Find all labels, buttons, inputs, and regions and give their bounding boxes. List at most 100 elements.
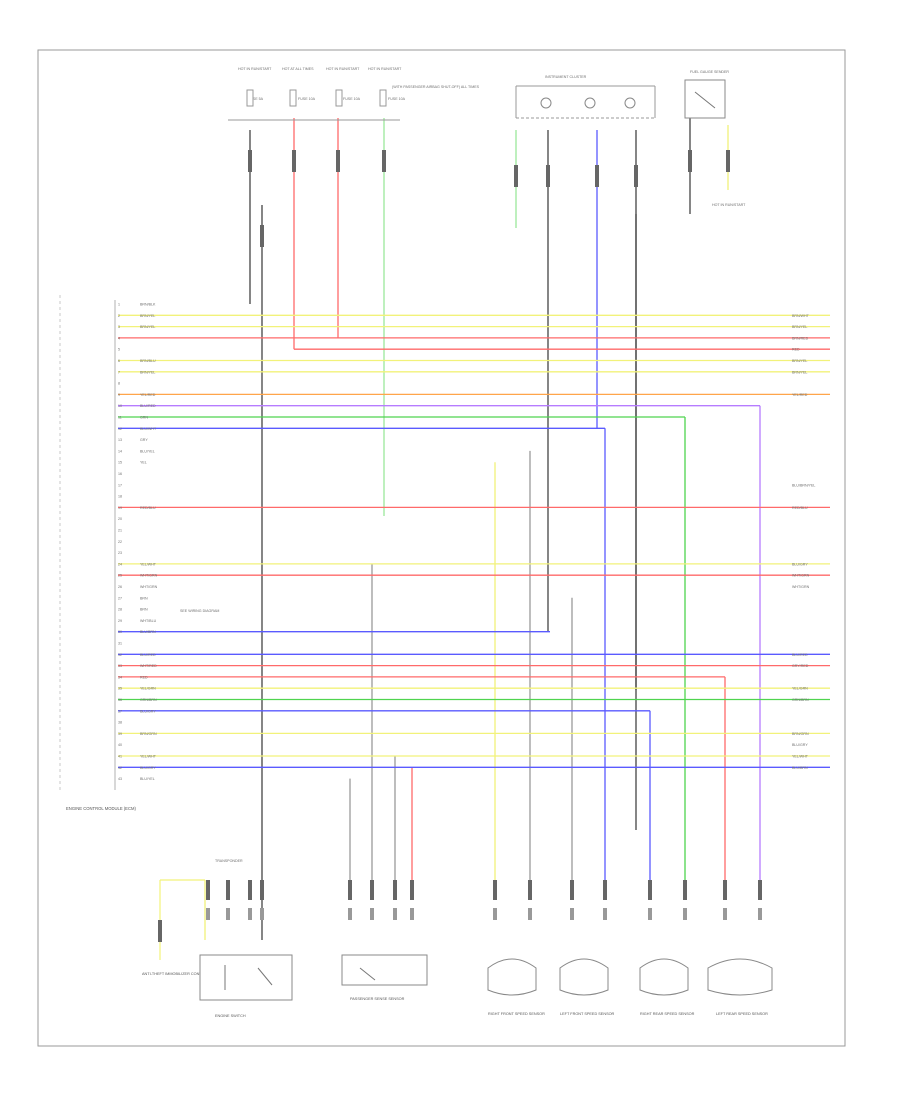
wire-connector (336, 150, 340, 172)
fuse-4: HOT IN RUN/START FUSE 10A (368, 67, 406, 107)
rf-speed-sensor-label: RIGHT FRONT SPEED SENSOR (488, 1012, 545, 1016)
pin-wire-code: BRN/YEL (140, 370, 155, 374)
wire-connector (688, 150, 692, 172)
pin-wire-code: GRY (140, 438, 148, 442)
rr-speed-sensor: RIGHT REAR SPEED SENSOR (639, 958, 695, 1016)
pin-number: 36 (118, 698, 122, 702)
pin-number: 15 (118, 461, 122, 465)
wire-connector (410, 908, 414, 920)
wire-connector (292, 150, 296, 172)
pin-wire-code: BRN (140, 608, 148, 612)
anti-theft-control: ANTI-THEFT IMMOBILIZER CONTROL (142, 879, 209, 976)
wire-connector (393, 880, 397, 900)
fuse-3-rating: FUSE 10A (343, 97, 361, 101)
fuse-2-name: HOT AT ALL TIMES (282, 67, 314, 71)
lf-speed-sensor: LEFT FRONT SPEED SENSOR (559, 958, 615, 1016)
wire-connector (723, 880, 727, 900)
fuse-3-name: HOT IN RUN/START (326, 67, 360, 71)
right-wire-label: BRN/YEL (792, 370, 807, 374)
instrument-cluster: INSTRUMENT CLUSTER (515, 75, 656, 119)
pin-wire-code: BLU/YEL (140, 449, 155, 453)
pin-number: 23 (118, 551, 122, 555)
right-wire-label: BLU/RED (792, 653, 808, 657)
wire-connector (226, 908, 230, 920)
pin-number: 13 (118, 438, 122, 442)
right-wire-label: BLU/GRY (792, 743, 808, 747)
pin-number: 29 (118, 619, 122, 623)
pin-number: 42 (118, 766, 122, 770)
wire-connector (634, 165, 638, 187)
wire-connector (528, 908, 532, 920)
pin-number: 11 (118, 416, 122, 420)
pin-number: 7 (118, 370, 120, 374)
pin-number: 38 (118, 721, 122, 725)
pin-number: 8 (118, 382, 120, 386)
pin-number: 40 (118, 743, 122, 747)
diagram-frame (37, 49, 846, 1047)
wire-connector (758, 908, 762, 920)
wire-connector (393, 908, 397, 920)
lf-speed-sensor-label: LEFT FRONT SPEED SENSOR (560, 1012, 615, 1016)
wire-connector (595, 165, 599, 187)
pin-number: 35 (118, 687, 122, 691)
fuse-1-name: HOT IN RUN/START (238, 67, 272, 71)
wire-connector (260, 880, 264, 900)
fuel-gauge-sender: FUEL GAUGE SENDER HOT IN RUN/START (684, 70, 746, 207)
pin-number: 19 (118, 506, 122, 510)
rf-speed-sensor: RIGHT FRONT SPEED SENSOR (487, 958, 545, 1016)
module-name: ENGINE CONTROL MODULE (ECM) (66, 806, 136, 811)
pin-number: 21 (118, 529, 122, 533)
wire-connector (206, 908, 210, 920)
right-wire-label: YEL/RED (792, 393, 808, 397)
pin-number: 33 (118, 664, 122, 668)
pin-number: 27 (118, 596, 122, 600)
wire-connector (382, 150, 386, 172)
pin-wire-code: WHT/BLU (140, 619, 157, 623)
right-wire-label: BLU/GRY (792, 562, 808, 566)
wire-connector (370, 908, 374, 920)
wire-connector (226, 880, 230, 900)
pin-number: 30 (118, 630, 122, 634)
pin-number: 3 (118, 325, 120, 329)
pin-wire-code: BRN/GRN (140, 732, 157, 736)
pin-wire-code: YEL/GRN (140, 687, 156, 691)
wire-connector (260, 908, 264, 920)
right-wire-label: RED (792, 348, 800, 352)
passenger-sensor-label: PASSENGER SENSE SENSOR (350, 997, 405, 1001)
pin-wire-code: BLU/RED (140, 404, 156, 408)
pin-number: 4 (118, 336, 120, 340)
pin-number: 9 (118, 393, 120, 397)
pin-wire-code: BLU/RED (140, 653, 156, 657)
fuse-note: (WITH PASSENGER AIRBAG SHUT-OFF) ALL TIM… (392, 85, 480, 89)
module-label: ENGINE CONTROL MODULE (ECM) (66, 806, 136, 811)
pin-number: 2 (118, 314, 120, 318)
pin-number: 39 (118, 732, 122, 736)
pin-number: 6 (118, 359, 120, 363)
wire-connector (570, 880, 574, 900)
fuse-2-rating: FUSE 10A (298, 97, 316, 101)
pin-wire-code: BRN (140, 596, 148, 600)
wire-connector (410, 880, 414, 900)
wire-connector (723, 908, 727, 920)
pin-number: 37 (118, 709, 122, 713)
pin-number: 12 (118, 427, 122, 431)
sender-arm-icon (694, 91, 716, 109)
pin-wire-code: GRN (140, 416, 148, 420)
pin-number: 34 (118, 675, 122, 679)
wire-connector (603, 880, 607, 900)
wire-connector (514, 165, 518, 187)
pin-number: 5 (118, 348, 120, 352)
fuse-2: HOT AT ALL TIMES FUSE 10A (282, 67, 316, 107)
right-wire-label: YEL/GRN (792, 687, 808, 691)
transponder-label: TRANSPONDER (215, 859, 243, 863)
pin-wire-code: WHT/GRN (140, 574, 158, 578)
pin-wire-code: BLU/WHT (140, 427, 157, 431)
pin-wire-code: WHT/RED (140, 664, 157, 668)
fuse-4-name: HOT IN RUN/START (368, 67, 402, 71)
fuse-1: HOT IN RUN/START FUSE 5A (238, 67, 272, 107)
pin-number: 17 (118, 483, 122, 487)
pin-number: 28 (118, 608, 122, 612)
vertical-wires (204, 118, 762, 940)
lr-speed-sensor-label: LEFT REAR SPEED SENSOR (716, 1012, 768, 1016)
